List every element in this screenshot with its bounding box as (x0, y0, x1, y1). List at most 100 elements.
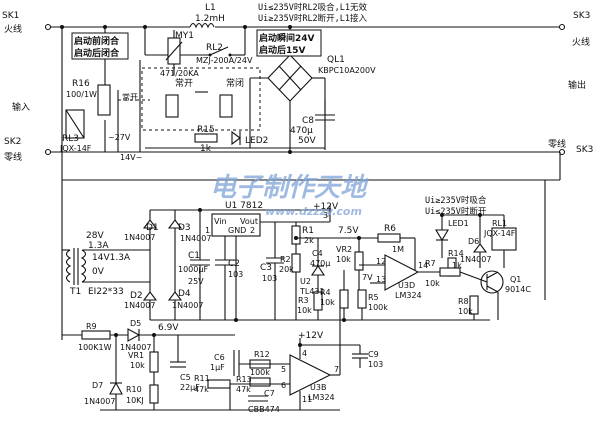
note-rl2-open: Ui≥235V时RL2断开,L1接入 (258, 13, 368, 24)
potentiometer-vr1 (149, 351, 159, 373)
junction-dots (60, 25, 482, 347)
label-r15: R15 (197, 125, 215, 135)
capacitor-c1 (190, 210, 210, 320)
bridge-ql1 (267, 54, 313, 102)
label-r14: R14 (448, 249, 464, 258)
resistor-r1 (291, 225, 301, 245)
label-vr1: VR1 (128, 351, 144, 360)
label-u3d: U3D (398, 281, 415, 290)
label-r13: R13 (236, 375, 252, 384)
resistor-r10 (149, 384, 159, 404)
label-r3: R3 (298, 296, 309, 305)
label-rl2-value: MZJ-200A/24V (196, 56, 253, 65)
label-vr1-value: 10k (130, 361, 145, 370)
label-c1-voltage: 25V (188, 277, 204, 286)
inductor-l1 (189, 22, 215, 29)
label-vr2-value: 10k (336, 255, 351, 264)
led-led2 (231, 130, 241, 146)
resistor-r15 (194, 133, 218, 143)
pin-4: 4 (302, 349, 307, 358)
label-c8-voltage: 50V (298, 136, 316, 146)
label-c3: C3 (260, 263, 272, 273)
label-c5-value: 22μF (180, 383, 200, 392)
terminal-sk3-fire (558, 23, 566, 31)
label-r12-value: 100k (250, 368, 270, 377)
label-r11-value: 47k (194, 385, 209, 394)
pin-7: 7 (334, 365, 339, 374)
terminal-sk1 (44, 23, 52, 31)
label-plus12v-b: +12V (298, 331, 324, 341)
diode-d7 (109, 381, 123, 395)
capacitor-c3 (266, 222, 284, 320)
pin-5: 5 (281, 365, 286, 374)
label-c7: C7 (264, 389, 275, 398)
label-c6-value: 1μF (210, 363, 225, 372)
label-d7: D7 (92, 381, 103, 390)
note-pre-close: 启动前闭合 (74, 35, 120, 47)
pin-2: 2 (250, 226, 255, 235)
label-r2-value: 20k (279, 265, 294, 274)
label-r6: R6 (384, 224, 396, 234)
label-c3-value: 103 (262, 274, 277, 283)
label-t1-value: EI22*33 (88, 287, 124, 297)
label-c4: C4 (312, 249, 323, 258)
label-input: 输入 (12, 101, 30, 113)
label-r16: R16 (72, 79, 90, 89)
label-r9: R9 (86, 322, 97, 331)
pin-1: 1 (205, 226, 210, 235)
relay-rl3 (65, 109, 85, 139)
label-rl1-value: JQX-14F (483, 229, 516, 238)
note-after-15v: 启动后15V (259, 44, 306, 56)
led-led1 (435, 229, 449, 242)
label-u2-value: TL431 (299, 287, 325, 296)
label-no2: 常闭 (226, 77, 244, 89)
label-r4: R4 (320, 288, 331, 297)
opamp-u3b (289, 354, 332, 396)
label-c8-value: 470μ (290, 126, 313, 136)
label-r7: R7 (425, 259, 436, 268)
label-7v: 7V (362, 273, 373, 282)
label-sk1: SK1 (2, 11, 19, 21)
label-rl2: RL2 (206, 43, 223, 53)
label-sk2: SK2 (4, 137, 21, 147)
label-c9-value: 103 (368, 360, 383, 369)
label-r12: R12 (254, 350, 270, 359)
label-c1-value: 1000μF (178, 265, 208, 274)
pin-6: 6 (281, 381, 286, 390)
label-14v: 14V~ (120, 153, 142, 162)
note-rl2-close: Ui≤235V时RL2吸合,L1无效 (258, 2, 368, 13)
label-sk3-top: SK3 (573, 11, 590, 21)
label-t-28v: 28V (86, 231, 104, 241)
label-rl1: RL1 (492, 219, 507, 228)
resistor-r16 (97, 84, 111, 116)
label-d1-value: 1N4007 (124, 233, 155, 242)
label-r1-value: 2k (304, 236, 314, 245)
label-r3-value: 10k (297, 306, 312, 315)
label-d7-value: 1N4007 (84, 397, 115, 406)
label-d3-value: 1N4007 (180, 234, 211, 243)
label-r6-value: 1M (392, 245, 404, 254)
label-r8-value: 10k (458, 307, 473, 316)
label-r7-value: 10k (425, 279, 440, 288)
relay-contacts-inner (165, 91, 233, 118)
note-post-close: 启动后闭合 (74, 47, 120, 59)
label-t-14v: 14V1.3A (92, 253, 131, 263)
label-r5: R5 (368, 293, 379, 302)
terminals (44, 23, 566, 156)
label-r11: R11 (194, 374, 210, 383)
label-r1: R1 (302, 226, 314, 236)
label-ql1-value: KBPC10A200V (318, 66, 376, 75)
label-7-5v: 7.5V (338, 226, 359, 236)
label-q1: Q1 (510, 275, 521, 284)
note-rl1-close: Ui≥235V时吸合 (425, 195, 487, 206)
capacitor-c6 (233, 350, 240, 376)
resistor-r4 (339, 289, 349, 309)
label-c7-value: CBB474 (248, 405, 280, 414)
terminal-sk2 (44, 148, 52, 156)
label-d2: D2 (130, 291, 143, 301)
label-zero-left: 零线 (4, 151, 22, 163)
pin-12: 12 (376, 257, 386, 266)
potentiometer-vr2 (354, 251, 364, 271)
label-no3: 常开 (122, 93, 138, 102)
label-sk3-bottom: SK3 (576, 145, 593, 155)
